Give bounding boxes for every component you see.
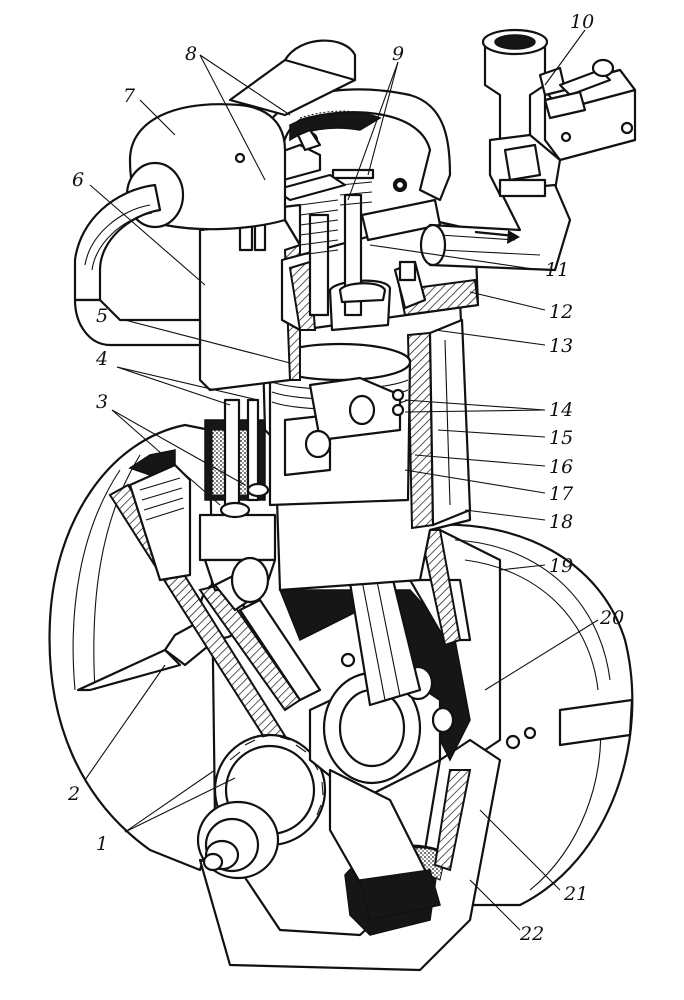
carburetor: [481, 28, 637, 197]
callout-3: 3: [96, 391, 108, 413]
callout-22: 22: [519, 923, 544, 945]
callout-18: 18: [549, 511, 573, 533]
callout-19: 19: [549, 555, 573, 577]
callout-7: 7: [123, 85, 136, 107]
callout-12: 12: [549, 301, 573, 323]
callout-6: 6: [72, 169, 84, 191]
camshaft: [213, 556, 322, 702]
timing-gears: [196, 733, 327, 880]
callout-17: 17: [549, 483, 574, 505]
callout-labels: 1 2 3 4 5 6 7 8 9 10 11 12 13 14 15 16 1…: [67, 11, 624, 945]
piston: [268, 342, 412, 507]
callout-1: 1: [96, 833, 108, 855]
callout-5: 5: [96, 305, 108, 327]
valve-lifters: [204, 398, 270, 519]
callout-16: 16: [549, 456, 573, 478]
bolts: [234, 152, 537, 750]
callout-20: 20: [599, 607, 624, 629]
leader-lines: [84, 29, 599, 931]
callout-4: 4: [95, 348, 108, 370]
crankshaft: [308, 665, 455, 921]
callout-21: 21: [563, 883, 588, 905]
intake-pipe: [419, 178, 572, 272]
engine-drawing: [48, 28, 637, 972]
callout-13: 13: [549, 335, 573, 357]
air-cleaner: [73, 39, 357, 347]
callout-8: 8: [185, 43, 197, 65]
callout-15: 15: [549, 427, 573, 449]
callout-11: 11: [545, 259, 569, 281]
callout-10: 10: [570, 11, 594, 33]
valves: [299, 168, 442, 317]
callout-9: 9: [392, 43, 404, 65]
callout-14: 14: [549, 399, 573, 421]
callout-2: 2: [67, 783, 80, 805]
